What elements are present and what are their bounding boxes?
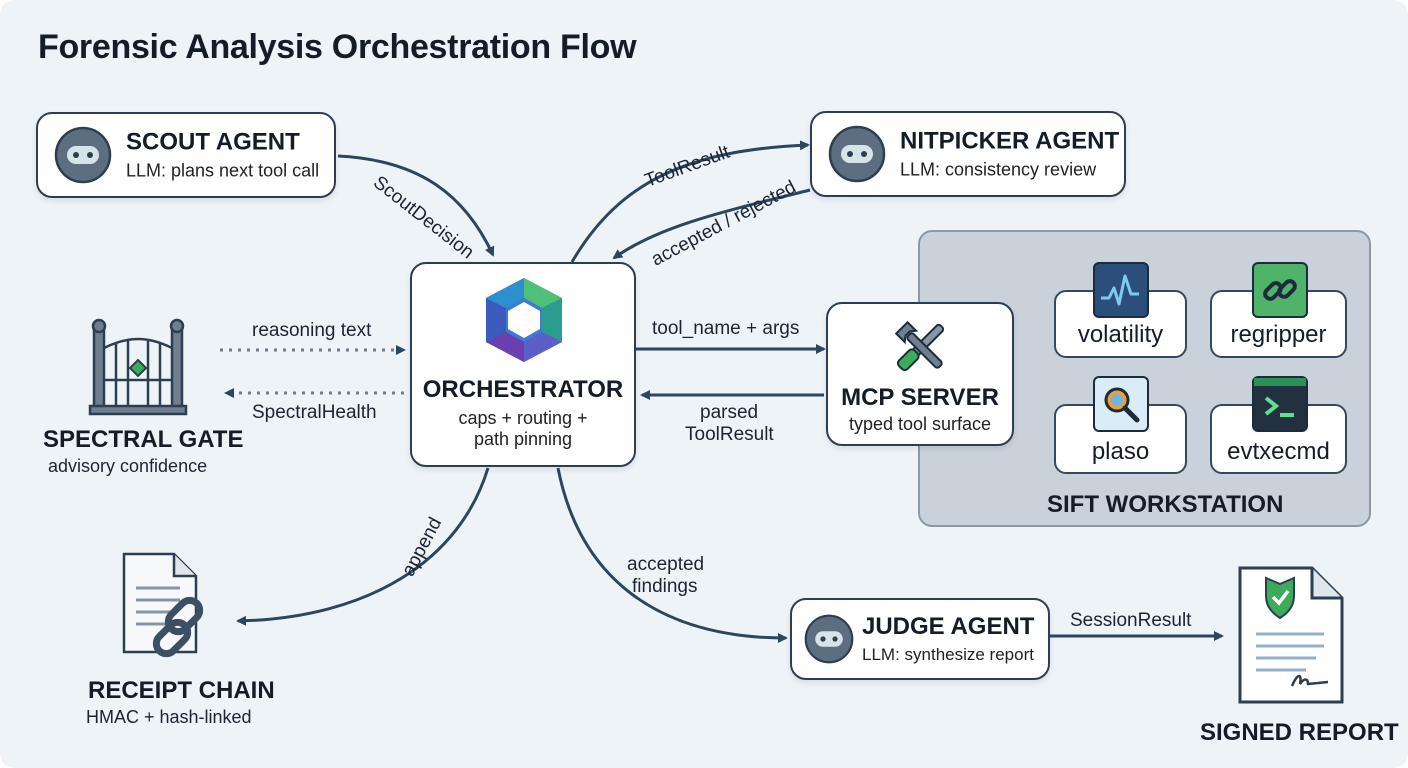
- waveform-icon: [1093, 262, 1149, 318]
- document-chain-icon: [118, 548, 236, 673]
- terminal-icon: [1252, 376, 1308, 432]
- edge-nitpicker-to-orchestrator: [612, 188, 811, 260]
- edge-label-spectral-health: SpectralHealth: [252, 402, 377, 423]
- edge-label-findings: findings: [632, 576, 698, 597]
- nitpicker-agent-subtitle: LLM: consistency review: [900, 159, 1097, 180]
- robot-face-icon: [828, 125, 886, 188]
- hexagon-logo-icon: [480, 274, 568, 371]
- edge-orchestrator-to-nitpicker: [570, 140, 810, 263]
- tool-plaso[interactable]: plaso: [1054, 404, 1187, 474]
- signed-report-title: SIGNED REPORT: [1200, 719, 1399, 746]
- edge-label-tool-name-args: tool_name + args: [652, 318, 800, 339]
- mcp-server-node[interactable]: MCP SERVER typed tool surface: [826, 302, 1014, 446]
- edge-label-accepted: accepted: [627, 554, 705, 575]
- edge-label-parsed: parsed: [700, 402, 759, 423]
- nitpicker-agent-node[interactable]: NITPICKER AGENT LLM: consistency review: [810, 111, 1126, 197]
- sift-workstation-label: SIFT WORKSTATION: [1047, 491, 1284, 518]
- receipt-chain-subtitle: HMAC + hash-linked: [86, 707, 252, 727]
- tool-evtxecmd-label: evtxecmd: [1227, 438, 1330, 465]
- mcp-server-title: MCP SERVER: [841, 384, 999, 411]
- spectral-gate-title: SPECTRAL GATE: [43, 426, 244, 453]
- orchestrator-line1: caps + routing +: [458, 408, 588, 428]
- robot-face-icon: [54, 126, 112, 189]
- edge-orchestrator-to-judge: [556, 467, 788, 643]
- orchestrator-node[interactable]: ORCHESTRATOR caps + routing + path pinni…: [410, 262, 636, 467]
- judge-agent-title: JUDGE AGENT: [862, 613, 1035, 640]
- magnifier-icon: [1093, 376, 1149, 432]
- tool-regripper-label: regripper: [1230, 321, 1327, 348]
- edge-label-reasoning-text: reasoning text: [252, 320, 372, 341]
- edge-scout-to-orchestrator: [337, 154, 495, 257]
- orchestrator-line2: path pinning: [473, 429, 573, 449]
- scout-agent-subtitle: LLM: plans next tool call: [126, 160, 320, 181]
- receipt-chain-title: RECEIPT CHAIN: [88, 677, 275, 704]
- page-title: Forensic Analysis Orchestration Flow: [38, 28, 637, 66]
- scout-agent-title: SCOUT AGENT: [126, 128, 300, 156]
- orchestrator-title: ORCHESTRATOR: [422, 376, 624, 403]
- chain-link-icon: [1252, 262, 1308, 318]
- tool-plaso-label: plaso: [1091, 438, 1150, 465]
- gate-icon: [88, 318, 188, 421]
- judge-agent-subtitle: LLM: synthesize report: [862, 645, 1034, 664]
- wrench-screwdriver-icon: [890, 316, 952, 383]
- edge-orchestrator-to-receipt: [236, 467, 490, 626]
- mcp-server-subtitle: typed tool surface: [848, 414, 992, 434]
- edge-label-parsed-tool-result: ToolResult: [685, 424, 774, 445]
- spectral-gate-subtitle: advisory confidence: [48, 456, 208, 476]
- tool-volatility-label: volatility: [1077, 321, 1164, 348]
- robot-face-icon: [804, 614, 854, 669]
- scout-agent-node[interactable]: SCOUT AGENT LLM: plans next tool call: [36, 112, 336, 198]
- nitpicker-agent-title: NITPICKER AGENT: [900, 127, 1120, 155]
- signed-document-icon: [1236, 564, 1348, 711]
- judge-agent-node[interactable]: JUDGE AGENT LLM: synthesize report: [790, 598, 1050, 680]
- edge-label-session-result: SessionResult: [1070, 610, 1192, 631]
